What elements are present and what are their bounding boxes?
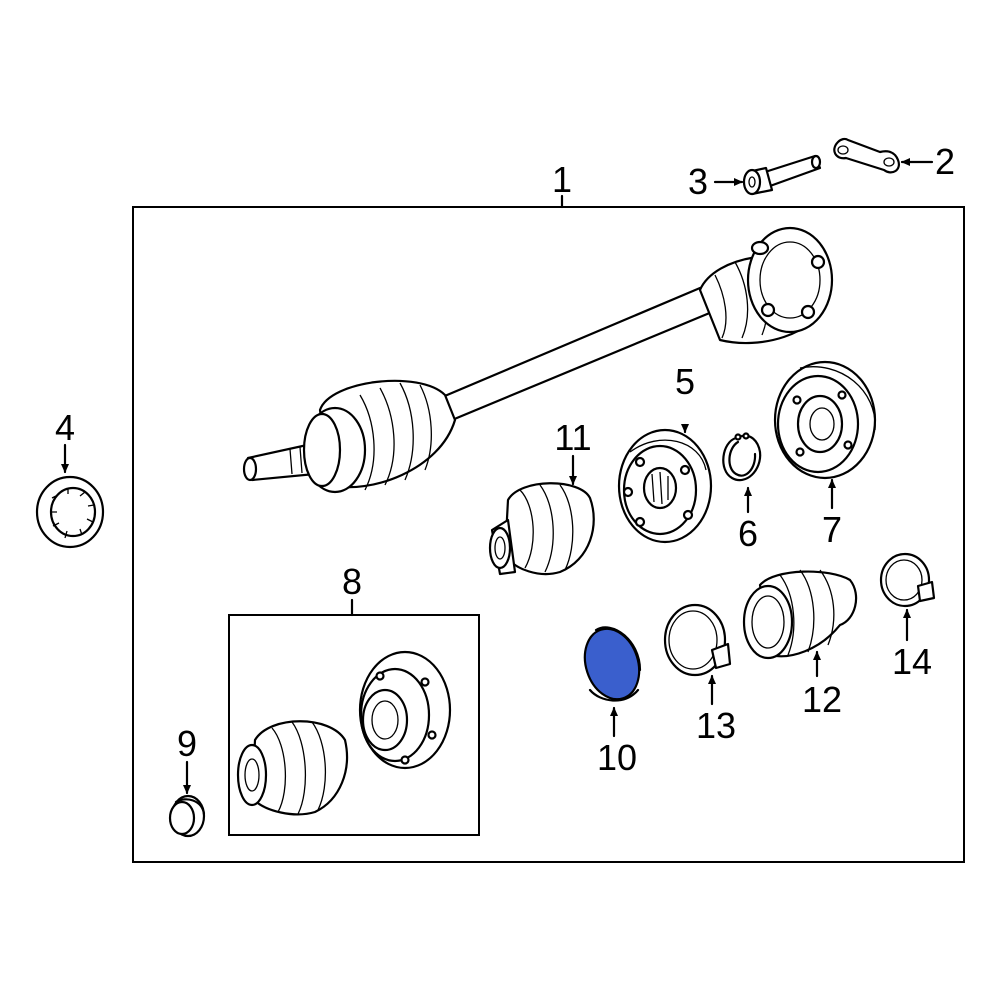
leader-lines: [61, 158, 934, 795]
assembly-frame: [132, 206, 965, 863]
callout-7: 7: [822, 509, 842, 550]
callout-4: 4: [55, 407, 75, 448]
part-1-axle-shaft[interactable]: [242, 226, 834, 494]
part-13-clamp[interactable]: [663, 603, 732, 677]
callout-2: 2: [935, 141, 955, 182]
callout-10: 10: [597, 737, 637, 778]
callout-11: 11: [554, 417, 591, 458]
part-2-lock-plate[interactable]: [833, 137, 900, 174]
callout-14: 14: [892, 641, 932, 682]
part-11-boot[interactable]: [488, 482, 595, 576]
callout-numbers: 1 2 3 4 5 6 7 8 9 10 11 12 13 14: [55, 141, 955, 778]
callout-9: 9: [177, 723, 197, 764]
part-14-clamp[interactable]: [879, 552, 936, 608]
part-6-circlip[interactable]: [722, 432, 762, 482]
callout-13: 13: [696, 705, 736, 746]
callout-3: 3: [688, 161, 708, 202]
part-4-snap-ring[interactable]: [35, 475, 105, 549]
part-3-bolt[interactable]: [742, 154, 822, 196]
subassembly-frame-8: [228, 614, 480, 836]
part-9-cap[interactable]: [168, 794, 206, 838]
part-7-cv-joint[interactable]: [773, 360, 877, 480]
callout-12: 12: [802, 679, 842, 720]
callout-6: 6: [738, 513, 758, 554]
callout-5: 5: [675, 361, 695, 402]
part-10-seal-ring[interactable]: [576, 622, 648, 707]
part-5-flange[interactable]: [617, 428, 713, 544]
part-8-joint-assembly[interactable]: [236, 650, 452, 816]
callout-8: 8: [342, 561, 362, 602]
callout-1: 1: [552, 159, 572, 200]
part-12-boot[interactable]: [742, 569, 858, 660]
